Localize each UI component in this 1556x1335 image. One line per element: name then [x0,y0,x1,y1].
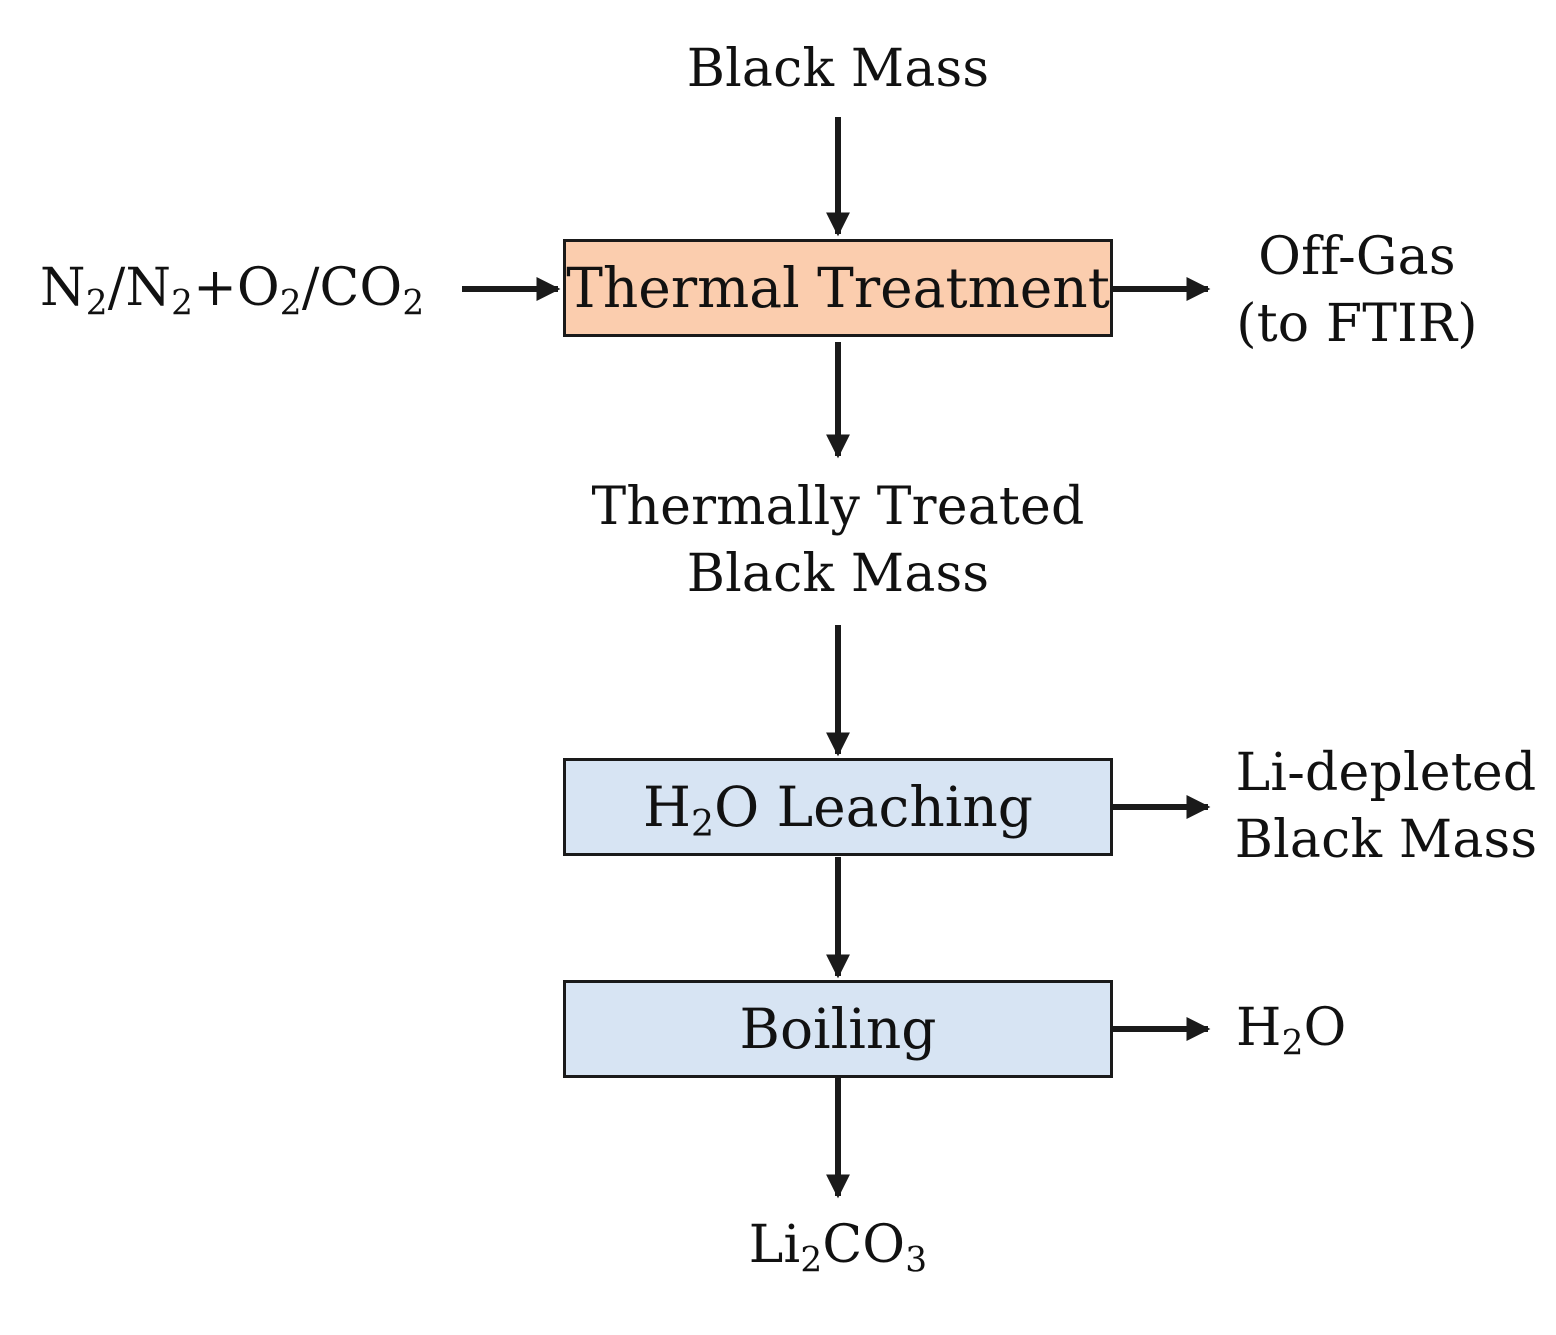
gas-sub-3: 2 [279,283,302,324]
water-leaching-box: H2O Leaching [563,758,1113,856]
product-sub-1: 2 [800,1240,823,1281]
leach-h: H [643,775,691,839]
product-co: CO [822,1215,906,1275]
gas-plus-o: +O [193,258,280,318]
intermediate-treated-label: Thermally Treated Black Mass [538,474,1138,607]
offgas-line2: (to FTIR) [1236,293,1478,354]
water-h: H [1236,998,1282,1058]
gas-sep-2: /CO [301,258,403,318]
water-o: O [1303,998,1347,1058]
offgas-line1: Off-Gas [1258,227,1456,287]
input-gas-atmosphere-label: N2/N2+O2/CO2 [40,255,450,322]
gas-sub-4: 2 [402,283,425,324]
output-offgas-label: Off-Gas (to FTIR) [1222,224,1492,357]
input-black-mass-label: Black Mass [638,36,1038,103]
product-li: Li [748,1215,801,1275]
leaching-label: H2O Leaching [643,775,1033,842]
thermal-treatment-label: Thermal Treatment [566,256,1110,320]
gas-sep-1: /N [107,258,172,318]
water-sub: 2 [1281,1023,1304,1064]
thermal-treatment-box: Thermal Treatment [563,239,1113,337]
gas-sub-2: 2 [171,283,194,324]
gas-n: N [40,258,86,318]
depleted-line1: Li-depleted [1235,743,1537,803]
leach-rest: O Leaching [714,775,1033,839]
depleted-line2: Black Mass [1234,809,1538,870]
leach-sub: 2 [690,802,715,846]
output-depleted-label: Li-depleted Black Mass [1226,740,1546,873]
output-product-label: Li2CO3 [688,1212,988,1279]
boiling-label: Boiling [739,997,937,1061]
input-black-mass-text: Black Mass [686,39,990,99]
gas-sub-1: 2 [85,283,108,324]
treated-line2: Black Mass [686,543,990,604]
treated-line1: Thermally Treated [591,477,1085,537]
output-water-label: H2O [1236,995,1436,1062]
product-sub-2: 3 [905,1240,928,1281]
boiling-box: Boiling [563,980,1113,1078]
